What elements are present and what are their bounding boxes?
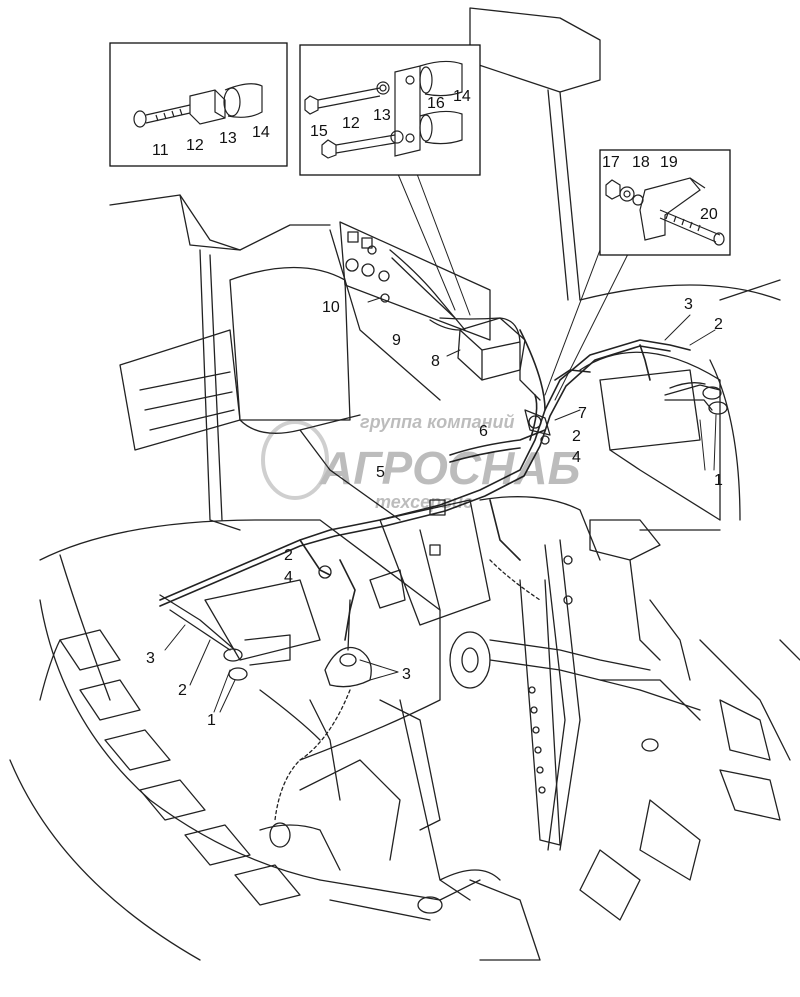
- callout-right-2: 2: [714, 316, 723, 333]
- callout-mid-2: 2: [572, 428, 581, 445]
- inset-c-label-17: 17: [602, 154, 620, 171]
- callout-8: 8: [431, 353, 440, 370]
- harness-branch-left: [169, 609, 231, 651]
- inset-a-label-11: 11: [152, 142, 169, 159]
- wiring-harness: [159, 329, 691, 641]
- inset-b: 15 12 13 16 14: [299, 44, 481, 176]
- watermark-line3: техсервис: [375, 492, 473, 512]
- rear-linkage: [259, 496, 701, 961]
- callout-lowerleft-1: 1: [207, 712, 216, 729]
- relay-box-8: [429, 317, 541, 401]
- callout-bottom-3: 3: [402, 666, 411, 683]
- callout-right-3: 3: [684, 296, 693, 313]
- right-lamp-plate: [599, 369, 701, 451]
- right-lamps: [664, 382, 728, 415]
- inset-b-bracket: [394, 65, 421, 157]
- right-fender: [579, 279, 781, 531]
- inset-b-label-13: 13: [373, 107, 391, 124]
- inset-b-label-12: 12: [342, 115, 360, 132]
- callout-left-4: 4: [284, 569, 293, 586]
- callout-7: 7: [578, 405, 587, 422]
- left-lamp-plate: [204, 579, 321, 661]
- callout-lowerleft-2: 2: [178, 682, 187, 699]
- callout-right-1: 1: [714, 472, 723, 489]
- inset-c-label-20: 20: [700, 206, 718, 223]
- operator-seat: [229, 266, 351, 421]
- inset-c-label-18: 18: [632, 154, 650, 171]
- inset-c-label-19: 19: [660, 154, 678, 171]
- left-tyre: [9, 599, 321, 961]
- callout-lowerleft-3: 3: [146, 650, 155, 667]
- watermark-logo-icon: [261, 420, 329, 500]
- inset-a: 11 12 13 14: [109, 42, 288, 167]
- left-fender: [39, 519, 441, 761]
- callout-6: 6: [479, 423, 488, 440]
- inset-a-label-14: 14: [252, 124, 270, 141]
- inset-a-label-13: 13: [219, 130, 237, 147]
- right-tyre: [579, 639, 800, 921]
- callout-9: 9: [392, 332, 401, 349]
- leader-lines: [164, 149, 717, 713]
- callout-5: 5: [376, 464, 385, 481]
- callout-left-2: 2: [284, 547, 293, 564]
- callout-mid-4: 4: [572, 449, 581, 466]
- inset-b-label-15: 15: [310, 123, 328, 140]
- connectors: [318, 409, 551, 609]
- inset-b-label-16: 16: [427, 95, 445, 112]
- inset-b-label-14: 14: [453, 88, 471, 105]
- screw-9: [380, 293, 390, 303]
- dashed-cable: [274, 689, 351, 821]
- work-lamp-bottom: [324, 599, 372, 688]
- control-panel: [339, 221, 491, 341]
- tractor-cab: [109, 7, 601, 531]
- inset-a-label-12: 12: [186, 137, 204, 154]
- dashed-cable-2: [489, 559, 541, 601]
- inset-c: 17 18 19 20: [599, 149, 731, 256]
- callout-labels: 10 9 8 7 6 5 3 2 1 2 4 2 4 3 2 1 3: [146, 296, 723, 729]
- left-lamps: [159, 594, 291, 681]
- watermark: группа компаний АГРОСНАБ техсервис: [261, 412, 580, 512]
- watermark-line1: группа компаний: [360, 412, 514, 432]
- callout-10: 10: [322, 299, 340, 316]
- watermark-line2: АГРОСНАБ: [319, 442, 580, 494]
- inset-c-plate: [639, 177, 701, 241]
